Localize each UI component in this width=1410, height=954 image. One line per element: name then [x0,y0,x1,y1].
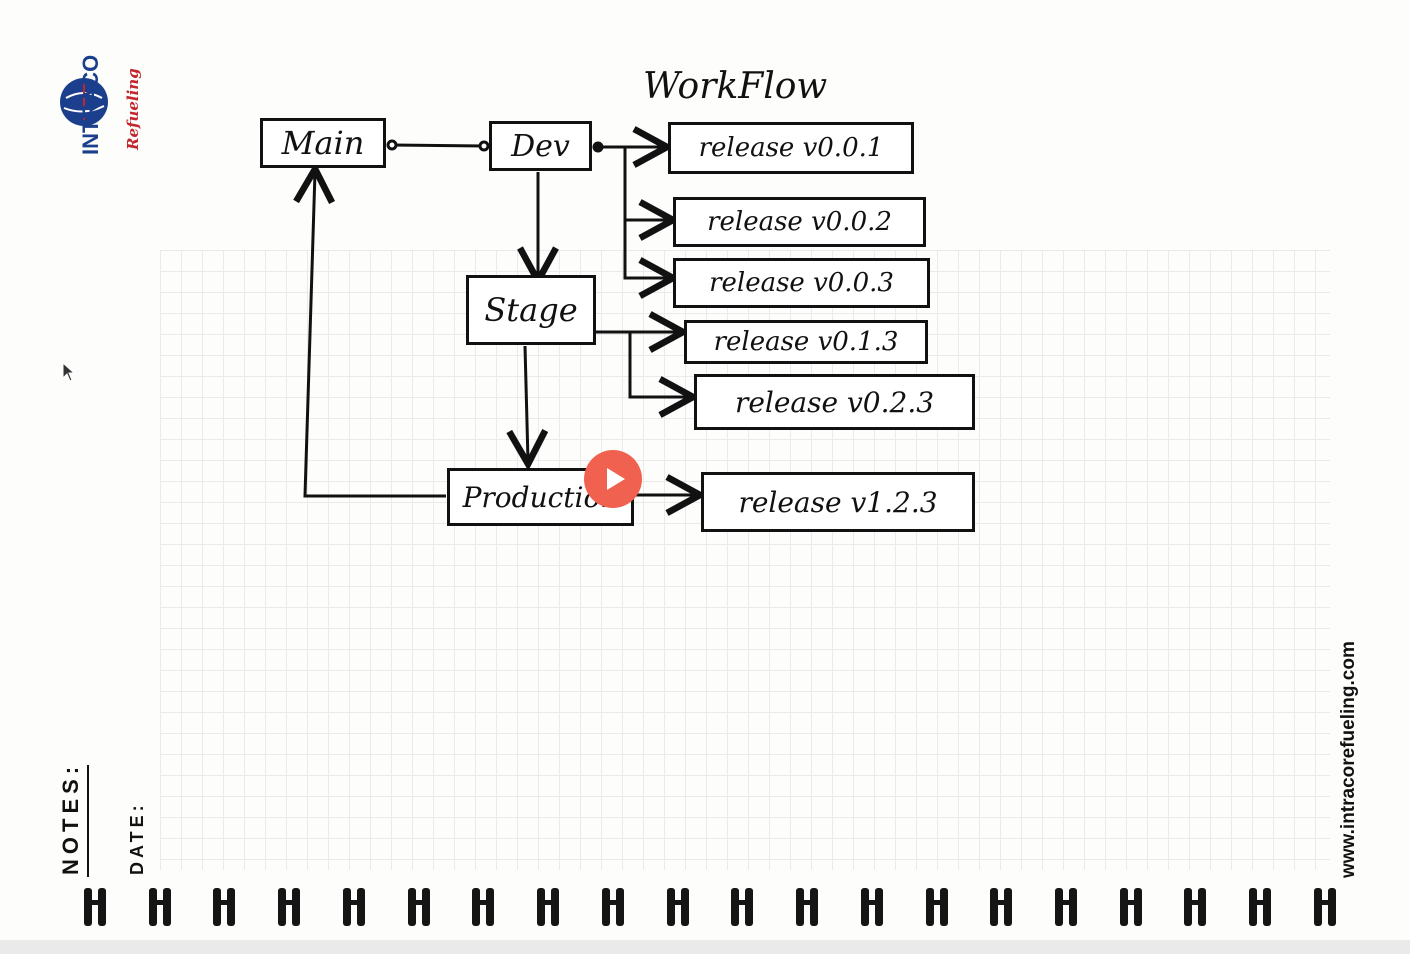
node-main: Main [260,118,386,168]
connector-dot [386,139,398,151]
spiral-ring [1116,888,1146,926]
spiral-ring [1245,888,1275,926]
spiral-ring [857,888,887,926]
video-control-strip [0,940,1410,954]
spiral-ring [1310,888,1340,926]
spiral-binding [80,888,1340,930]
notes-label: NOTES: [58,761,83,875]
diagram-title: WorkFlow [643,66,828,107]
company-logo [56,58,152,158]
release-box: release v1.2.3 [701,472,975,532]
dev-release3-arrow [623,147,670,278]
main-dev-connector [391,143,485,148]
release-box: release v0.1.3 [684,320,928,364]
spiral-ring [663,888,693,926]
spiral-ring [727,888,757,926]
spiral-ring [1051,888,1081,926]
stage-production-arrow [525,345,528,461]
stage-release5-arrow [628,332,690,397]
spiral-ring [274,888,304,926]
release-box: release v0.0.3 [673,258,930,308]
spiral-ring [533,888,563,926]
release-box: release v0.0.2 [673,197,926,247]
spiral-ring [1180,888,1210,926]
node-dev: Dev [489,121,592,171]
notes-underline [87,765,89,877]
connector-dot [478,140,490,152]
spiral-ring [80,888,110,926]
mouse-cursor-icon [62,362,76,382]
release-box: release v0.2.3 [694,374,975,430]
spiral-ring [145,888,175,926]
spiral-ring [598,888,628,926]
play-button[interactable] [584,450,642,508]
production-main-arrow [305,172,446,498]
spiral-ring [922,888,952,926]
node-stage: Stage [466,275,596,345]
globe-icon [60,78,108,126]
website-url: www.intracorefueling.com [1338,641,1359,878]
spiral-ring [209,888,239,926]
spiral-ring [339,888,369,926]
spiral-ring [404,888,434,926]
spiral-ring [986,888,1016,926]
date-label: DATE: [127,801,147,875]
spiral-ring [792,888,822,926]
spiral-ring [468,888,498,926]
release-box: release v0.0.1 [668,122,914,174]
